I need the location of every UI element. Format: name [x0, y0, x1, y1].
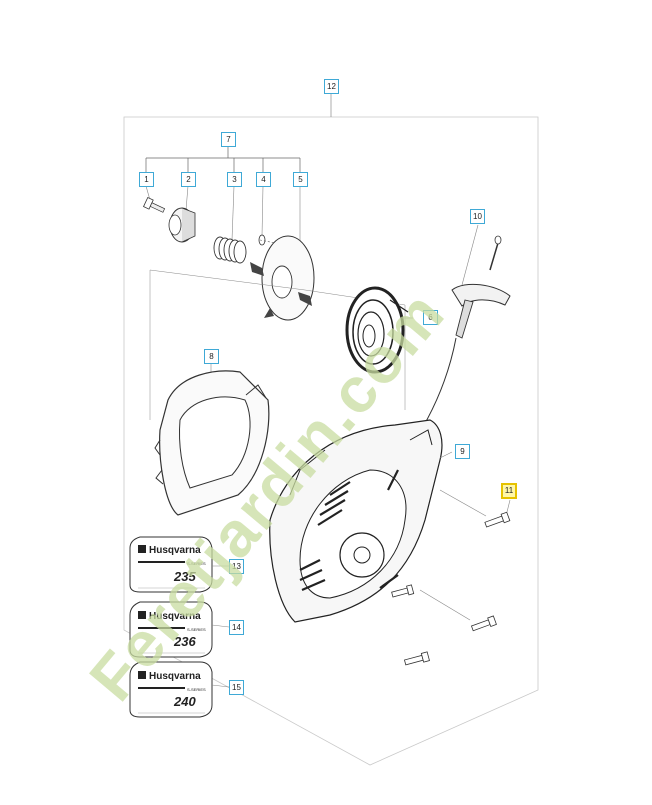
callout-13: 13 [229, 559, 244, 574]
decal-235-model: 235 [173, 569, 196, 584]
decal-240: Husqvarna S-SERIES 240 [129, 661, 213, 718]
part-6-recoil-spring [345, 286, 409, 374]
part-1-screw [143, 196, 166, 213]
callout-2: 2 [181, 172, 196, 187]
decal-236: Husqvarna S-SERIES 236 [129, 601, 213, 658]
callout-8: 8 [204, 349, 219, 364]
callout-9: 9 [455, 444, 470, 459]
part-10-starter-handle [404, 224, 511, 456]
callout-14: 14 [229, 620, 244, 635]
part-9-starter-housing [269, 419, 443, 623]
decal-236-model: 236 [173, 634, 196, 649]
decal-235-series: S-SERIES [187, 561, 206, 566]
callout-6: 6 [423, 310, 438, 325]
decal-235-brand: Husqvarna [149, 545, 201, 556]
callout-10: 10 [470, 209, 485, 224]
part-11-screws [391, 489, 511, 666]
part-2-hub [168, 207, 196, 243]
part-5-pulley [250, 235, 315, 321]
part-8-fan-guard [154, 362, 270, 516]
part-3-spring [213, 236, 247, 264]
callout-3: 3 [227, 172, 242, 187]
callout-7: 7 [221, 132, 236, 147]
decal-240-series: S-SERIES [187, 687, 206, 692]
decal-240-model: 240 [173, 694, 196, 709]
callout-4: 4 [256, 172, 271, 187]
decal-236-brand: Husqvarna [149, 611, 201, 622]
assembly-boundary [123, 116, 539, 766]
decal-235: Husqvarna S-SERIES 235 [129, 536, 213, 593]
callout-11: 11 [501, 483, 517, 499]
callout-1: 1 [139, 172, 154, 187]
callout-15: 15 [229, 680, 244, 695]
decal-240-brand: Husqvarna [149, 671, 201, 682]
callout-12: 12 [324, 79, 339, 94]
decal-236-series: S-SERIES [187, 627, 206, 632]
callout-5: 5 [293, 172, 308, 187]
